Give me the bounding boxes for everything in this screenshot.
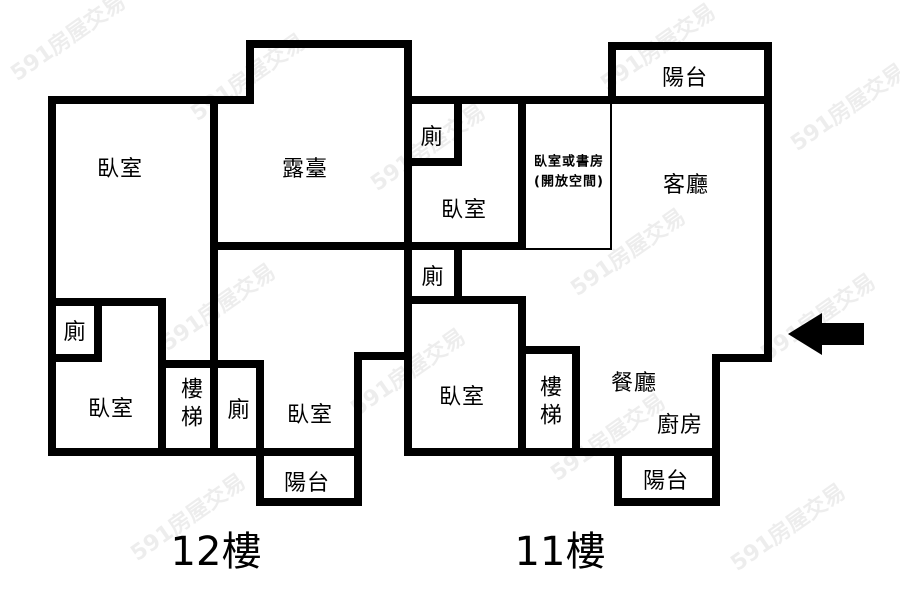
wall: [404, 448, 720, 456]
open-space-border: [524, 248, 612, 250]
floor-label-12: 12樓: [170, 529, 262, 575]
room-label-living-room: 客廳: [662, 173, 710, 198]
watermark: 591房屋交易: [566, 204, 691, 302]
wall: [454, 96, 462, 164]
watermark: 591房屋交易: [6, 0, 131, 87]
wall: [48, 448, 362, 456]
wall: [404, 96, 772, 104]
wall: [404, 296, 526, 304]
room-label-bedroom: 臥室: [96, 157, 144, 182]
wall: [158, 298, 166, 454]
wall: [608, 42, 616, 104]
room-label-terrace: 露臺: [281, 157, 329, 182]
wall: [210, 96, 254, 104]
wall: [256, 448, 264, 506]
room-label-toilet: 廁: [420, 125, 444, 150]
wall: [256, 360, 264, 454]
wall: [48, 96, 218, 104]
wall: [614, 448, 622, 506]
watermark: 591房屋交易: [786, 59, 900, 157]
room-label-kitchen: 廚房: [656, 413, 704, 438]
wall: [404, 242, 526, 250]
wall: [712, 354, 772, 362]
wall: [158, 360, 264, 368]
watermark: 591房屋交易: [726, 479, 851, 577]
room-label-dining-room: 餐廳: [610, 371, 658, 396]
room-label-study: 臥室或書房 (開放空間): [533, 154, 605, 190]
wall: [404, 158, 462, 166]
wall: [256, 498, 362, 506]
wall: [94, 298, 102, 360]
arrow-left-icon: [788, 313, 864, 355]
wall: [614, 498, 720, 506]
room-label-toilet: 廁: [227, 398, 251, 423]
room-label-bedroom: 臥室: [438, 385, 486, 410]
wall: [354, 352, 362, 506]
floor-label-11: 11樓: [514, 529, 606, 575]
open-space-border: [610, 100, 612, 250]
wall: [518, 346, 580, 354]
room-label-bedroom: 臥室: [87, 397, 135, 422]
room-label-bedroom: 臥室: [440, 198, 488, 223]
wall: [48, 354, 102, 362]
room-label-stairs: 樓梯: [536, 375, 561, 431]
room-label-balcony: 陽台: [642, 469, 690, 494]
wall: [608, 42, 772, 50]
wall: [518, 96, 526, 250]
wall: [354, 352, 412, 360]
wall: [210, 96, 218, 454]
room-label-toilet: 廁: [421, 265, 445, 290]
room-label-stairs: 樓梯: [177, 377, 202, 433]
wall: [518, 296, 526, 454]
room-label-balcony: 陽台: [283, 471, 331, 496]
room-label-toilet: 廁: [63, 320, 87, 345]
wall: [246, 40, 412, 48]
wall: [246, 40, 254, 104]
wall: [210, 242, 412, 250]
wall: [572, 346, 580, 454]
wall: [764, 42, 772, 362]
wall: [48, 96, 56, 454]
wall: [48, 298, 166, 306]
wall: [712, 354, 720, 506]
room-label-bedroom: 臥室: [286, 403, 334, 428]
wall: [454, 242, 462, 302]
room-label-balcony: 陽台: [661, 66, 709, 91]
